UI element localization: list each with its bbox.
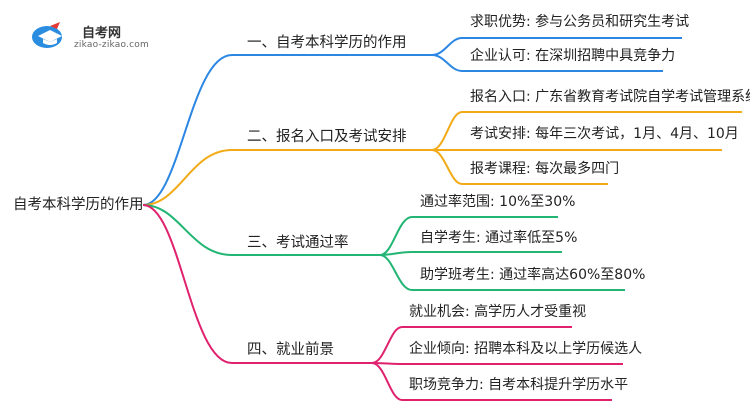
branch-node-3: 三、考试通过率	[247, 235, 349, 251]
graduation-cap-icon	[32, 22, 62, 48]
leaf-node: 就业机会: 高学历人才受重视	[409, 304, 587, 320]
leaf-node: 助学班考生: 通过率高达60%至80%	[420, 267, 646, 283]
logo-url: zikao-zikao.com	[74, 40, 149, 50]
leaf-node: 企业倾向: 招聘本科及以上学历候选人	[409, 341, 643, 357]
leaf-node: 报考课程: 每次最多四门	[470, 161, 620, 177]
logo-title: 自考网	[82, 26, 122, 41]
branch-node-4: 四、就业前景	[247, 342, 334, 358]
leaf-node: 求职优势: 参与公务员和研究生考试	[470, 14, 690, 30]
branch-node-1: 一、自考本科学历的作用	[247, 35, 407, 51]
site-logo: 自考网 zikao-zikao.com	[30, 18, 150, 54]
root-node: 自考本科学历的作用	[13, 197, 144, 213]
leaf-node: 企业认可: 在深圳招聘中具竞争力	[470, 48, 676, 64]
leaf-node: 职场竞争力: 自考本科提升学历水平	[409, 377, 629, 393]
leaf-node: 通过率范围: 10%至30%	[420, 194, 576, 210]
leaf-node: 报名入口: 广东省教育考试院自学考试管理系统	[470, 89, 750, 105]
leaf-node: 自学考生: 通过率低至5%	[420, 230, 578, 246]
branch-node-2: 二、报名入口及考试安排	[247, 129, 407, 145]
leaf-node: 考试安排: 每年三次考试，1月、4月、10月	[470, 126, 739, 142]
